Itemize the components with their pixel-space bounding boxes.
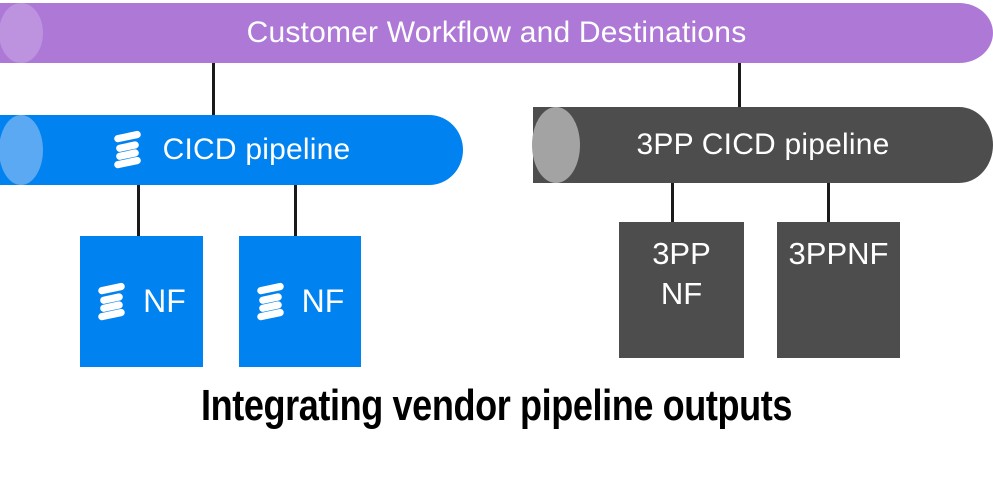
cylinder-left-cap [0,3,43,63]
3pp-cicd-pipeline-cylinder[interactable]: 3PP CICD pipeline [532,107,993,183]
node-content: NF [97,281,186,323]
node-content: 3PPNF [789,234,889,274]
node-content: NF [256,281,345,323]
node-box-3pp-nf[interactable]: 3PP NF [619,222,744,358]
cicd-pipeline-content: CICD pipeline [113,130,351,170]
node-label: 3PPNF [788,236,889,271]
connector-top-to-3pp [738,62,741,111]
cicd-pipeline-cylinder[interactable]: CICD pipeline [0,115,463,185]
connector-3pp-to-3pp-nf [671,182,674,223]
customer-workflow-cylinder[interactable]: Customer Workflow and Destinations [0,3,993,63]
connector-3pp-to-3ppnf [827,182,830,223]
cylinder-body [0,3,993,63]
node-box-3ppnf[interactable]: 3PPNF [777,222,900,358]
cicd-pipeline-label: CICD pipeline [162,133,351,166]
diagram-caption: Integrating vendor pipeline outputs [200,381,792,430]
cylinder-left-cap [0,115,43,185]
connector-cicd-to-nf-2 [294,184,297,237]
node-box-nf-2[interactable]: NF [239,236,361,367]
ericsson-logo-icon [97,281,127,323]
ericsson-logo-icon [256,281,286,323]
node-content: 3PP NF [652,234,711,315]
cylinder-body [533,107,993,183]
node-label: 3PP NF [652,236,711,312]
ericsson-logo-icon [113,130,143,170]
node-label: NF [143,283,186,320]
node-box-nf-1[interactable]: NF [80,236,203,367]
3pp-cicd-pipeline-label: 3PP CICD pipeline [636,128,890,161]
connector-cicd-to-nf-1 [137,184,140,237]
cylinder-body [0,115,463,185]
customer-workflow-label: Customer Workflow and Destinations [246,16,747,49]
cylinder-left-cap [532,107,580,183]
connector-top-to-cicd [212,62,215,118]
node-label: NF [301,283,345,320]
